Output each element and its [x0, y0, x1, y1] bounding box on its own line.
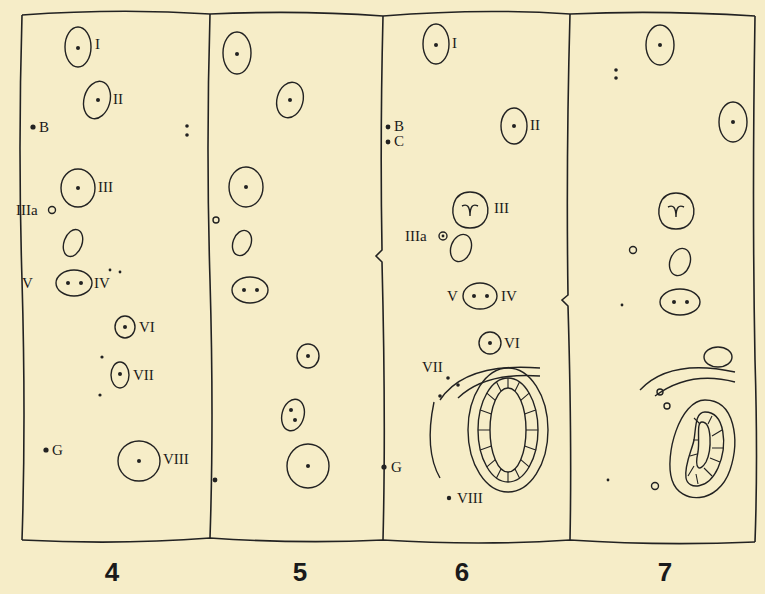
- callout-label: IIIa: [16, 203, 38, 218]
- callout-label: I: [452, 36, 457, 51]
- callout-label: VIII: [457, 491, 483, 506]
- callout-label: VII: [422, 360, 443, 375]
- callout-label: VII: [133, 368, 154, 383]
- callout-label: VIII: [163, 452, 189, 467]
- callout-label: G: [52, 443, 63, 458]
- callout-label: V: [22, 276, 33, 291]
- callout-label: VI: [504, 336, 520, 351]
- callout-label: B: [394, 119, 404, 134]
- callout-label: II: [113, 92, 123, 107]
- callout-label: II: [530, 118, 540, 133]
- figure-number: 7: [658, 559, 672, 585]
- callout-label: III: [98, 180, 113, 195]
- figure-number: 4: [105, 559, 119, 585]
- callout-label: B: [39, 120, 49, 135]
- callout-label: IV: [501, 289, 517, 304]
- callout-label: I: [95, 37, 100, 52]
- callout-label: G: [391, 460, 402, 475]
- callout-label: IV: [94, 276, 110, 291]
- callout-label: IIIa: [405, 229, 427, 244]
- figure-number: 5: [293, 559, 307, 585]
- callout-label: V: [447, 289, 458, 304]
- figure-number: 6: [455, 559, 469, 585]
- callout-label: III: [494, 201, 509, 216]
- callout-label: VI: [139, 320, 155, 335]
- callout-label: C: [394, 134, 404, 149]
